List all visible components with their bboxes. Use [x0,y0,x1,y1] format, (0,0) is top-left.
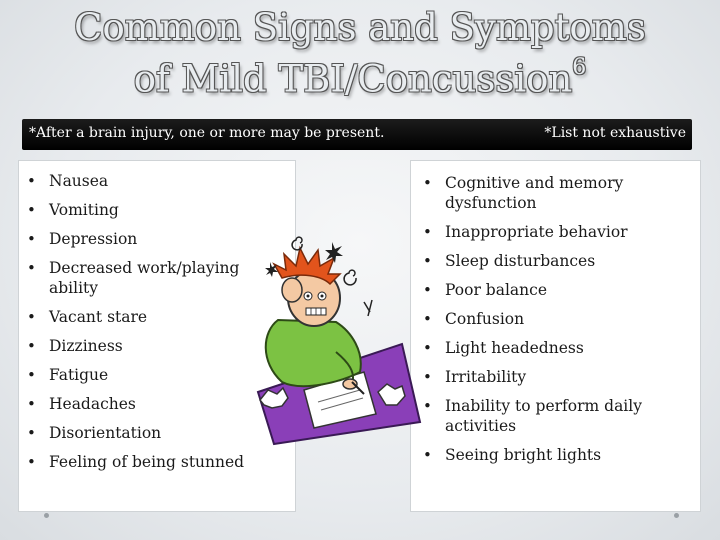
title-superscript: 6 [572,55,587,80]
list-item: Fatigue [27,365,289,385]
stressed-person-at-desk-clipart [256,236,422,446]
panel-handle-right [674,513,679,518]
list-item: Headaches [27,394,289,414]
list-item: Dizziness [27,336,289,356]
list-item: Nausea [27,171,289,191]
list-item: Vomiting [27,200,289,220]
panel-handle-left [44,513,49,518]
list-item: Irritability [423,367,691,387]
list-item: Vacant stare [27,307,289,327]
left-symptom-panel: Nausea Vomiting Depression Decreased wor… [18,160,296,512]
banner-note-right: *List not exhaustive [544,125,686,141]
list-item: Decreased work/playing ability [27,258,289,298]
title-line-2: of Mild TBI/Concussion6 [0,50,720,101]
list-item: Seeing bright lights [423,445,691,465]
left-symptom-list: Nausea Vomiting Depression Decreased wor… [27,171,289,481]
list-item: Feeling of being stunned [27,452,289,472]
list-item: Disorientation [27,423,289,443]
list-item: Light headedness [423,338,691,358]
list-item: Depression [27,229,289,249]
list-item: Poor balance [423,280,691,300]
list-item: Confusion [423,309,691,329]
list-item: Cognitive and memory dysfunction [423,173,691,213]
title-line-2-text: of Mild TBI/Concussion [133,57,573,101]
slide-title: Common Signs and Symptoms of Mild TBI/Co… [0,6,720,101]
list-item: Inability to perform daily activities [423,396,691,436]
title-line-1: Common Signs and Symptoms [74,6,646,49]
list-item: Sleep disturbances [423,251,691,271]
right-symptom-panel: Cognitive and memory dysfunction Inappro… [410,160,701,512]
right-symptom-list: Cognitive and memory dysfunction Inappro… [423,173,691,474]
banner-note-left: *After a brain injury, one or more may b… [29,125,385,141]
note-banner: *After a brain injury, one or more may b… [22,119,692,150]
list-item: Inappropriate behavior [423,222,691,242]
